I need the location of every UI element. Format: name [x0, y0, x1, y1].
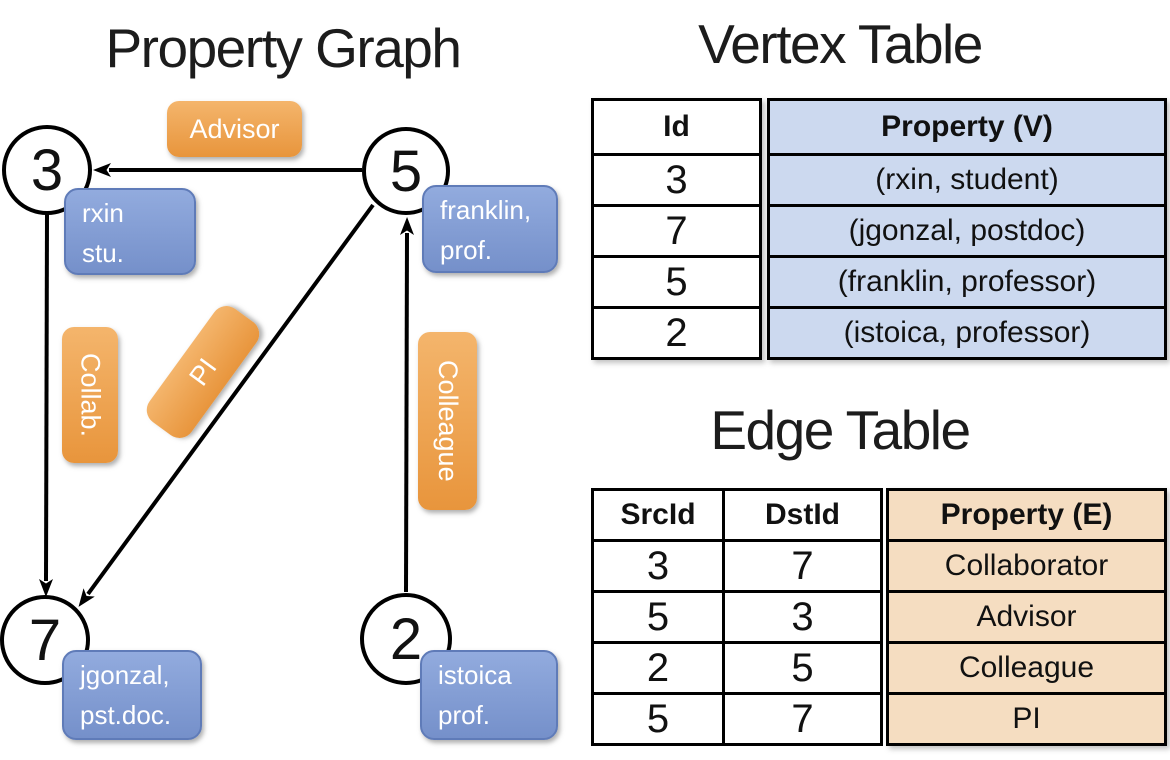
edge-dstid-cell: 3 [722, 590, 883, 644]
edge-label-advisor-text: Advisor [189, 113, 280, 144]
edge-dstid-cell: 7 [722, 539, 883, 593]
edge-table-property-column: Property (E) Collaborator Advisor Collea… [886, 488, 1167, 746]
pi-edge-arrow [78, 203, 375, 607]
edge-table-srcid-column: SrcId 3 5 2 5 [591, 488, 725, 746]
edge-property-cell: Colleague [886, 641, 1167, 695]
edge-label-colleague: Colleague [418, 332, 477, 510]
graph-edges-layer [39, 163, 414, 607]
edge-srcid-cell: 5 [591, 692, 725, 746]
vertex-property-cell: (jgonzal, postdoc) [767, 204, 1167, 258]
edge-property-cell: PI [886, 692, 1167, 746]
node-3-property-box: rxin stu. [64, 188, 196, 275]
node-5-id: 5 [389, 138, 423, 204]
edge-dstid-cell: 5 [722, 641, 883, 695]
edge-srcid-cell: 5 [591, 590, 725, 644]
edge-srcid-cell: 2 [591, 641, 725, 695]
node-2-prop-line1: istoica [438, 660, 512, 690]
edge-srcid-header: SrcId [591, 488, 725, 542]
node-7-property-box: jgonzal, pst.doc. [62, 650, 202, 740]
vertex-property-header: Property (V) [767, 98, 1167, 156]
vertex-property-cell: (franklin, professor) [767, 255, 1167, 309]
graph-node-5: 5 [362, 127, 450, 215]
edge-srcid-cell: 3 [591, 539, 725, 593]
vertex-table-property-column: Property (V) (rxin, student) (jgonzal, p… [767, 98, 1167, 360]
colleague-edge-arrow [399, 217, 414, 593]
vertex-property-cell: (istoica, professor) [767, 306, 1167, 360]
node-3-prop-line2: stu. [82, 238, 124, 268]
node-5-prop-line1: franklin, [440, 195, 532, 225]
node-5-prop-line2: prof. [440, 235, 493, 265]
vertex-id-cell: 3 [591, 153, 762, 207]
vertex-id-cell: 7 [591, 204, 762, 258]
node-2-prop-line2: prof. [438, 700, 491, 730]
edge-label-pi-text: PI [182, 352, 223, 391]
edge-label-collab: Collab. [62, 327, 118, 463]
vertex-id-cell: 5 [591, 255, 762, 309]
node-3-prop-line1: rxin [82, 198, 124, 228]
node-7-id: 7 [28, 607, 62, 673]
vertex-table-id-column: Id 3 7 5 2 [591, 98, 762, 360]
vertex-id-header: Id [591, 98, 762, 156]
edge-dstid-cell: 7 [722, 692, 883, 746]
edge-table-dstid-column: DstId 7 3 5 7 [722, 488, 883, 746]
edge-table-title: Edge Table [710, 399, 971, 461]
property-graph-title: Property Graph [105, 17, 462, 79]
edge-property-header: Property (E) [886, 488, 1167, 542]
edge-property-cell: Advisor [886, 590, 1167, 644]
vertex-table-title: Vertex Table [698, 13, 983, 75]
vertex-property-cell: (rxin, student) [767, 153, 1167, 207]
node-3-id: 3 [30, 137, 64, 203]
graph-node-2: 2 [360, 593, 452, 685]
node-2-id: 2 [389, 606, 423, 672]
collab-edge-arrow [39, 213, 54, 597]
edge-dstid-header: DstId [722, 488, 883, 542]
node-7-prop-line1: jgonzal, [80, 660, 170, 690]
edge-property-cell: Collaborator [886, 539, 1167, 593]
edge-label-colleague-text: Colleague [433, 360, 463, 482]
vertex-id-cell: 2 [591, 306, 762, 360]
edge-label-advisor: Advisor [167, 101, 302, 157]
node-5-property-box: franklin, prof. [422, 185, 558, 273]
node-7-prop-line2: pst.doc. [80, 700, 172, 730]
edge-label-collab-text: Collab. [75, 352, 106, 438]
node-2-property-box: istoica prof. [420, 650, 558, 740]
